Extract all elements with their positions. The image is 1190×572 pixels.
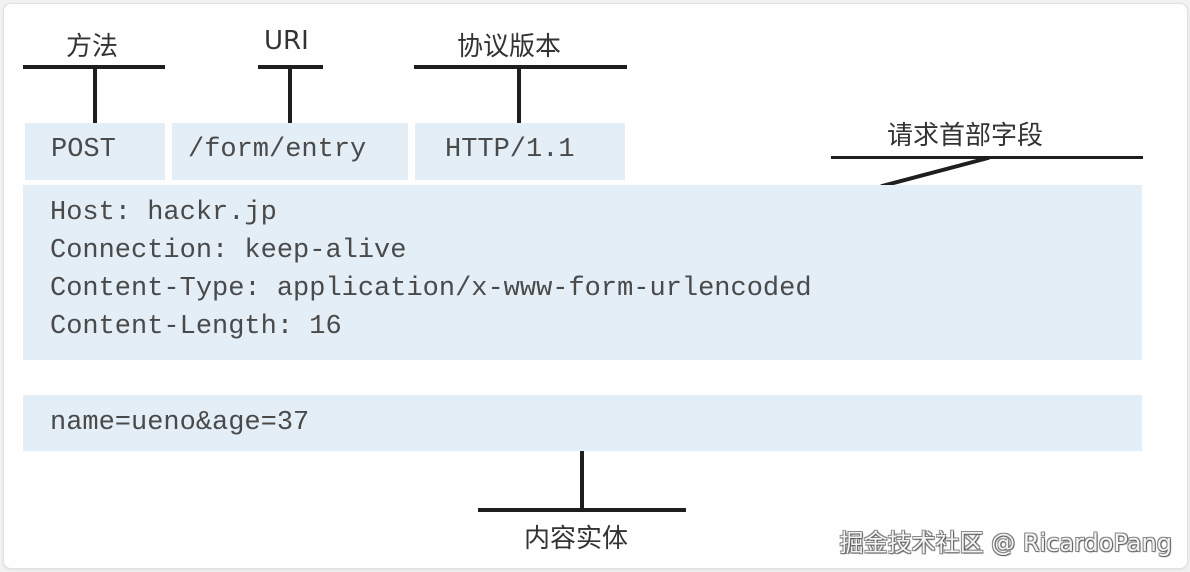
uri-label: URI [264,26,309,56]
protocol-connector-line [517,65,521,123]
header-line: Content-Length: 16 [50,312,342,342]
method-value: POST [51,135,116,165]
method-box: POST [25,123,165,180]
body-value: name=ueno&age=37 [50,408,310,438]
headers-box: Host: hackr.jp Connection: keep-alive Co… [23,185,1142,360]
header-line: Connection: keep-alive [50,236,407,266]
method-connector-line [93,65,97,123]
version-box: HTTP/1.1 [415,123,625,180]
header-line: Content-Type: application/x-www-form-url… [50,274,812,304]
watermark: 掘金技术社区 @ RicardoPang [839,529,1172,557]
content-entity-label: 内容实体 [524,524,629,554]
method-label: 方法 [66,32,119,62]
uri-connector-line [288,65,292,123]
request-header-fields-label: 请求首部字段 [887,121,1044,151]
uri-value: /form/entry [188,135,367,165]
entity-bracket-line [478,508,686,512]
header-connector-line [880,156,990,188]
header-line: Host: hackr.jp [50,198,277,228]
version-value: HTTP/1.1 [445,135,575,165]
protocol-version-label: 协议版本 [457,32,562,62]
uri-box: /form/entry [172,123,408,180]
entity-connector-line [580,451,584,511]
body-box: name=ueno&age=37 [23,395,1142,451]
